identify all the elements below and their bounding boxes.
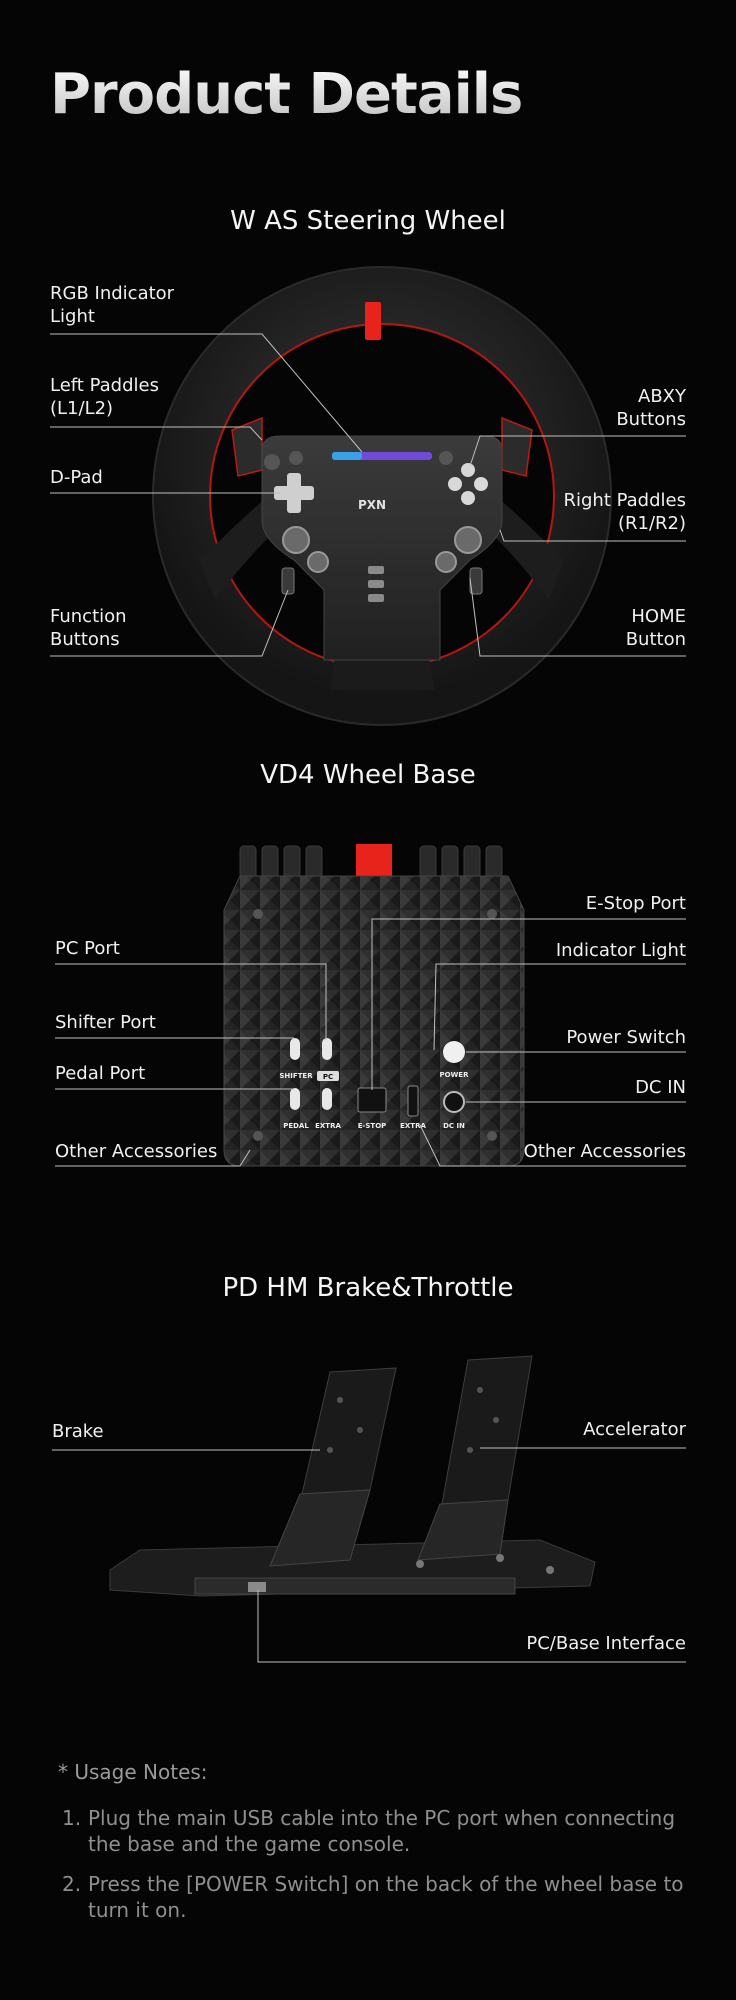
usage-note-item: 1. Plug the main USB cable into the PC p… — [62, 1805, 692, 1857]
label-other-accessories-right: Other Accessories — [523, 1141, 686, 1162]
label-brake: Brake — [52, 1421, 104, 1442]
label-estop-port: E-Stop Port — [585, 893, 686, 914]
usage-note-text: Press the [POWER Switch] on the back of … — [88, 1872, 684, 1922]
label-rgb-indicator: RGB Indicator Light — [50, 283, 175, 327]
panel-text-shifter: SHIFTER — [279, 1072, 313, 1080]
label-pedal-port: Pedal Port — [55, 1063, 146, 1084]
label-abxy-buttons: ABXY Buttons — [616, 386, 686, 430]
usage-notes-list: 1. Plug the main USB cable into the PC p… — [62, 1805, 692, 1937]
page-title: Product Details — [50, 62, 523, 127]
panel-text-extra-2: EXTRA — [400, 1122, 426, 1130]
label-shifter-port: Shifter Port — [55, 1012, 156, 1033]
label-indicator-light: Indicator Light — [555, 940, 686, 961]
panel-text-pc: PC — [323, 1073, 333, 1081]
label-dc-in: DC IN — [635, 1077, 686, 1098]
panel-text-extra-1: EXTRA — [315, 1122, 341, 1130]
label-power-switch: Power Switch — [566, 1027, 686, 1048]
usage-note-item: 2. Press the [POWER Switch] on the back … — [62, 1871, 692, 1923]
wheel-section-title: W AS Steering Wheel — [230, 206, 506, 236]
usage-note-number: 2. — [62, 1872, 82, 1896]
wheel-logo: PXN — [358, 498, 386, 512]
label-home-button: HOME Button — [625, 606, 686, 650]
label-other-accessories-left: Other Accessories — [55, 1141, 218, 1162]
pedals-image — [109, 1355, 596, 1597]
usage-note-text: Plug the main USB cable into the PC port… — [88, 1806, 676, 1856]
panel-text-estop: E-STOP — [358, 1122, 387, 1130]
label-pc-port: PC Port — [55, 938, 120, 959]
panel-text-power: POWER — [440, 1071, 470, 1079]
label-left-paddles: Left Paddles (L1/L2) — [50, 375, 159, 419]
usage-note-number: 1. — [62, 1806, 82, 1830]
panel-text-pedal: PEDAL — [283, 1122, 309, 1130]
label-function-buttons: Function Buttons — [50, 606, 127, 650]
base-section-title: VD4 Wheel Base — [260, 760, 476, 790]
label-pc-base-interface: PC/Base Interface — [526, 1633, 686, 1654]
label-dpad: D-Pad — [50, 467, 103, 488]
wheel-base-image: SHIFTER PC PEDAL EXTRA E-STOP EXTRA DC I… — [223, 844, 525, 1167]
panel-text-dcin: DC IN — [443, 1122, 465, 1130]
pedals-section-title: PD HM Brake&Throttle — [222, 1273, 514, 1303]
label-right-paddles: Right Paddles (R1/R2) — [563, 490, 686, 534]
label-accelerator: Accelerator — [583, 1419, 686, 1440]
usage-notes-title: * Usage Notes: — [58, 1760, 208, 1784]
